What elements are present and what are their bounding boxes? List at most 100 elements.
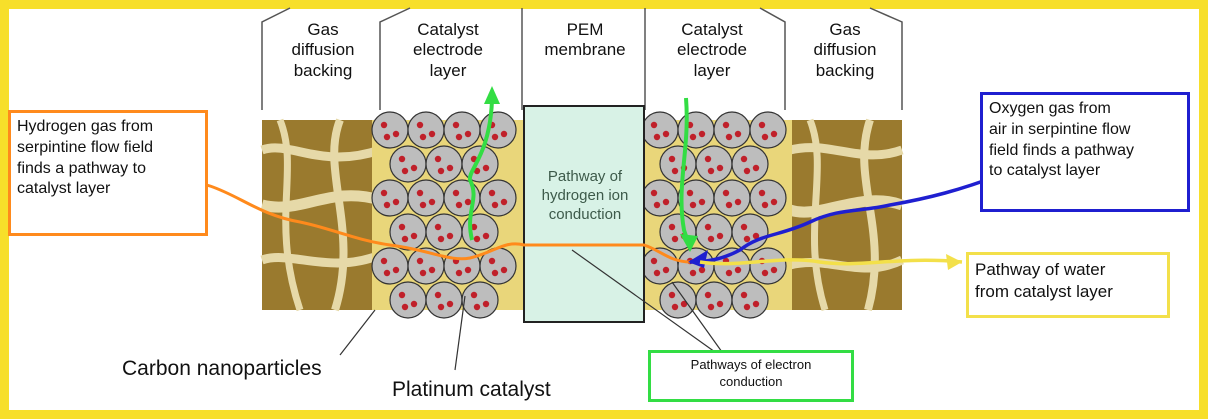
platinum-dot <box>740 155 748 163</box>
platinum-dot <box>473 235 481 243</box>
platinum-dot <box>470 223 478 231</box>
platinum-dot <box>398 155 406 163</box>
platinum-dot <box>734 266 742 274</box>
carbon-particle <box>641 179 679 217</box>
platinum-dot <box>446 164 454 172</box>
carbon-particle <box>659 145 697 183</box>
platinum-dot <box>743 303 751 311</box>
platinum-dot <box>698 266 706 274</box>
platinum-dot <box>707 303 715 311</box>
carbon-particle <box>695 281 733 319</box>
carbon-particle <box>389 145 427 183</box>
platinum-dot <box>491 133 499 141</box>
platinum-dot <box>725 201 733 209</box>
platinum-dot <box>752 164 760 172</box>
platinum-dot <box>689 201 697 209</box>
platinum-dot <box>401 235 409 243</box>
platinum-dot <box>419 269 427 277</box>
carbon-particle <box>641 111 679 149</box>
platinum-dot <box>410 232 418 240</box>
platinum-dot <box>752 232 760 240</box>
platinum-dot <box>671 167 679 175</box>
platinum-dot <box>416 121 424 129</box>
gas-diffusion-backing-right <box>788 118 904 312</box>
platinum-dot <box>383 133 391 141</box>
platinum-dot <box>437 235 445 243</box>
platinum-dot <box>446 300 454 308</box>
platinum-dot <box>752 300 760 308</box>
platinum-dot <box>464 266 472 274</box>
platinum-catalyst-label: Platinum catalyst <box>392 378 551 401</box>
platinum-dot <box>758 189 766 197</box>
platinum-dot <box>707 235 715 243</box>
platinum-dot <box>698 130 706 138</box>
platinum-dot <box>464 198 472 206</box>
platinum-dot <box>704 291 712 299</box>
platinum-dot <box>455 269 463 277</box>
water-arrowhead <box>946 254 962 270</box>
platinum-dot <box>428 266 436 274</box>
platinum-dot <box>446 232 454 240</box>
carbon-particle <box>731 281 769 319</box>
platinum-dot <box>464 130 472 138</box>
platinum-dot <box>761 269 769 277</box>
carbon-particle <box>425 281 463 319</box>
electron-pathway-left <box>467 99 494 241</box>
platinum-dot <box>482 300 490 308</box>
platinum-dot <box>770 266 778 274</box>
carbon-nanoparticles-label: Carbon nanoparticles <box>122 357 322 380</box>
platinum-dot <box>722 121 730 129</box>
platinum-dot <box>722 189 730 197</box>
platinum-dot <box>416 257 424 265</box>
water-pathway <box>699 258 963 266</box>
platinum-dot <box>482 164 490 172</box>
platinum-dot <box>716 232 724 240</box>
platinum-dot <box>452 189 460 197</box>
platinum-dot <box>392 266 400 274</box>
platinum-dot <box>482 232 490 240</box>
platinum-dot <box>401 167 409 175</box>
gas-diffusion-backing-left <box>260 118 382 312</box>
platinum-dot <box>434 291 442 299</box>
platinum-dot <box>488 189 496 197</box>
platinum-dot <box>500 198 508 206</box>
platinum-dot <box>668 155 676 163</box>
platinum-dot <box>662 198 670 206</box>
platinum-dot <box>455 133 463 141</box>
platinum-dot <box>398 223 406 231</box>
platinum-dot <box>470 291 478 299</box>
platinum-dot <box>416 189 424 197</box>
carbon-particle <box>677 111 715 149</box>
carbon-particle <box>713 111 751 149</box>
electron-pathway-right <box>679 97 692 249</box>
platinum-dot <box>653 269 661 277</box>
platinum-dot <box>770 130 778 138</box>
platinum-dot <box>743 235 751 243</box>
platinum-dot <box>383 201 391 209</box>
platinum-dot <box>725 133 733 141</box>
platinum-dot <box>671 303 679 311</box>
platinum-dot <box>455 201 463 209</box>
platinum-dot <box>716 300 724 308</box>
platinum-dot <box>716 164 724 172</box>
electron-arrowhead-left <box>484 86 500 104</box>
platinum-dot <box>650 121 658 129</box>
platinum-dot <box>740 223 748 231</box>
platinum-dot <box>725 269 733 277</box>
carbon-particle <box>731 145 769 183</box>
platinum-dot <box>662 266 670 274</box>
platinum-dot <box>452 121 460 129</box>
platinum-dot <box>392 130 400 138</box>
carbon-particle <box>371 247 409 285</box>
platinum-dot <box>380 257 388 265</box>
platinum-dot <box>491 201 499 209</box>
platinum-dot <box>419 133 427 141</box>
carbon-particle <box>749 111 787 149</box>
platinum-dot <box>383 269 391 277</box>
